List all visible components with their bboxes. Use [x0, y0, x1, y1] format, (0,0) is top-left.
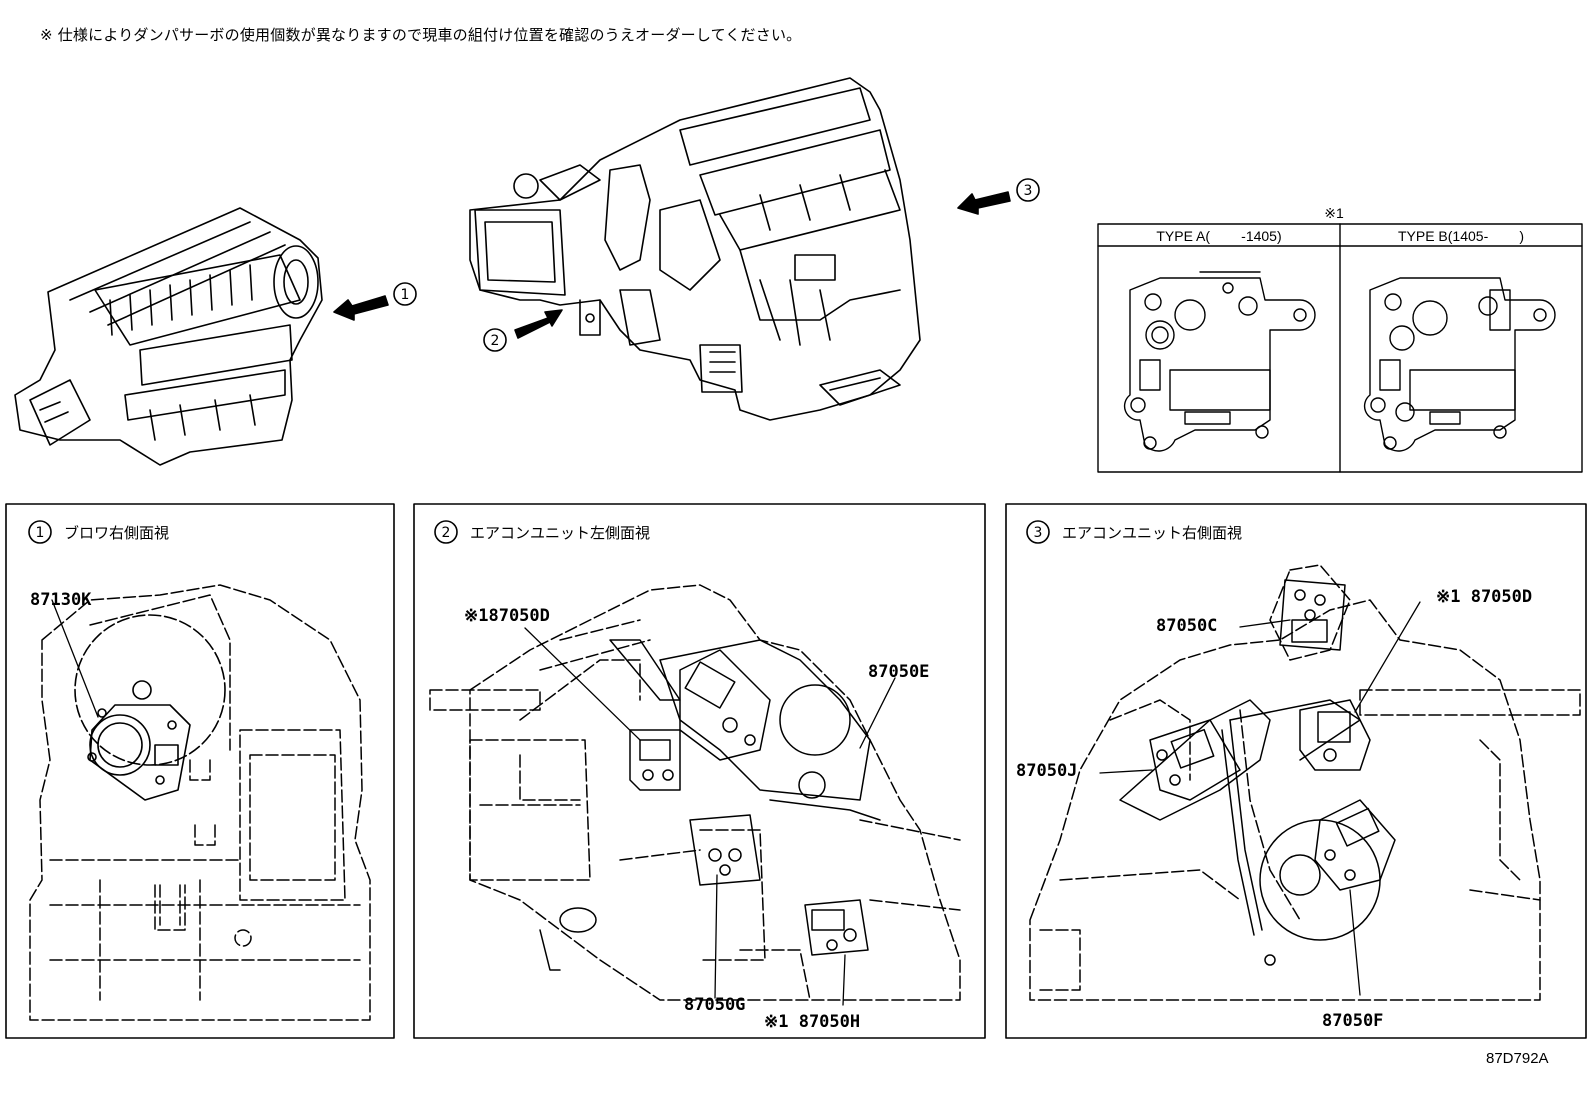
panel-3-title: エアコンユニット右側面視 [1062, 524, 1242, 542]
panel-1-number-circle [28, 520, 52, 544]
specification-note: ※ 仕様によりダンパサーボの使用個数が異なりますので現車の組付け位置を確認のうえ… [40, 26, 802, 44]
panel-3-number: 3 [1034, 525, 1043, 541]
type-table [1097, 223, 1583, 473]
servo-type-a-illustration [1123, 271, 1316, 452]
type-a-header: TYPE A( -1405) [1156, 228, 1281, 244]
arrow-3-number: 3 [1024, 183, 1033, 199]
view-arrow-2 [483, 309, 563, 352]
part-label-87050H: ※1 87050H [764, 1012, 860, 1032]
panel-2-drawing [429, 584, 961, 1001]
blower-unit-illustration [14, 207, 323, 466]
servo-87050C [1279, 579, 1346, 651]
arrow-1-number: 1 [401, 287, 410, 303]
panel-2-number: 2 [442, 525, 451, 541]
part-label-87050F: 87050F [1322, 1011, 1383, 1031]
servo-87050H [804, 899, 869, 956]
part-label-87050E: 87050E [868, 662, 929, 682]
panel-2-ducts [539, 639, 881, 971]
panel-1-title: ブロワ右側面視 [64, 524, 169, 542]
panel-3-frame [1005, 503, 1587, 1039]
view-arrow-1 [333, 282, 417, 321]
leader-87130K [51, 599, 99, 718]
part-label-87050D-left: ※187050D [464, 606, 550, 626]
panel-1-drawing [29, 584, 371, 1021]
panel-1-frame [5, 503, 395, 1039]
figure-code: 87D792A [1486, 1050, 1549, 1067]
panel-2-leaders [524, 627, 896, 1006]
panel-1-number: 1 [36, 525, 45, 541]
part-label-87050D-right: ※1 87050D [1436, 587, 1532, 607]
servo-87050D-right [1299, 699, 1371, 771]
panel-3-drawing [1029, 564, 1581, 1001]
type-table-mark: ※1 [1324, 205, 1344, 221]
servo-87050F [1314, 799, 1396, 891]
panel-3-number-circle [1026, 520, 1050, 544]
arrow-2-number: 2 [491, 333, 500, 349]
panel-2-title: エアコンユニット左側面視 [470, 524, 650, 542]
part-label-87050J: 87050J [1016, 761, 1077, 781]
panel-2-number-circle [434, 520, 458, 544]
type-b-header: TYPE B(1405- ) [1398, 228, 1524, 244]
panel-3-leaders [1099, 601, 1421, 996]
servo-87050J [1149, 719, 1241, 801]
part-label-87050C: 87050C [1156, 616, 1217, 636]
view-arrow-3 [957, 178, 1040, 215]
servo-87050E [679, 649, 771, 761]
part-label-87130K: 87130K [30, 590, 92, 610]
part-label-87050G: 87050G [684, 995, 745, 1015]
panel-2-frame [413, 503, 986, 1039]
servo-87050D-left [629, 729, 681, 791]
servo-87050G [689, 814, 761, 886]
blower-motor [74, 614, 226, 801]
ac-unit-illustration [469, 77, 921, 421]
servo-type-b-illustration [1363, 277, 1556, 452]
